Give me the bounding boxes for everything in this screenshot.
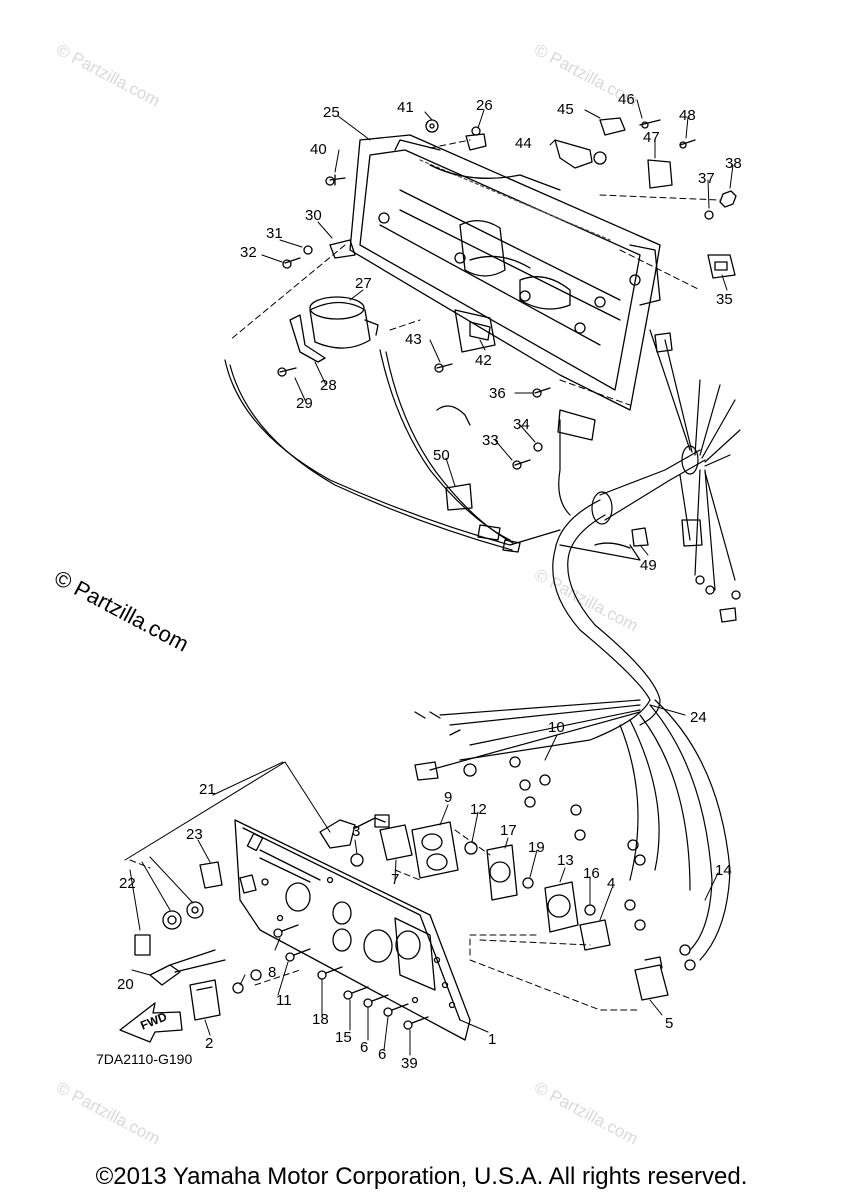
copyright-footer: ©2013 Yamaha Motor Corporation, U.S.A. A… bbox=[95, 1163, 748, 1190]
callout-28: 28 bbox=[320, 377, 337, 394]
callout-9: 9 bbox=[444, 789, 453, 806]
connectors-right bbox=[594, 332, 737, 623]
callout-27: 27 bbox=[355, 275, 372, 292]
callout-13: 13 bbox=[557, 852, 574, 869]
leader-lines-lower bbox=[129, 829, 641, 1011]
callout-49: 49 bbox=[640, 557, 657, 574]
callout-35: 35 bbox=[716, 291, 733, 308]
callout-31: 31 bbox=[266, 225, 283, 242]
callout-50: 50 bbox=[433, 447, 450, 464]
callout-2: 2 bbox=[205, 1035, 214, 1052]
callout-10: 10 bbox=[548, 719, 565, 736]
callout-15: 15 bbox=[335, 1029, 352, 1046]
callout-4: 4 bbox=[607, 875, 616, 892]
callout-5: 5 bbox=[665, 1015, 674, 1032]
callout-12: 12 bbox=[470, 801, 487, 818]
callout-33: 33 bbox=[482, 432, 499, 449]
callout-29: 29 bbox=[296, 395, 313, 412]
group-bracket bbox=[124, 761, 331, 931]
callout-36: 36 bbox=[489, 385, 506, 402]
frame-assembly bbox=[349, 134, 661, 411]
callout-47: 47 bbox=[643, 129, 660, 146]
motor-and-switch bbox=[277, 296, 496, 377]
callout-41: 41 bbox=[397, 99, 414, 116]
callout-6b: 6 bbox=[378, 1046, 387, 1063]
callout-32: 32 bbox=[240, 244, 257, 261]
callout-38: 38 bbox=[725, 155, 742, 172]
connectors-mid bbox=[436, 387, 596, 553]
callout-1: 1 bbox=[488, 1031, 497, 1048]
callout-23: 23 bbox=[186, 826, 203, 843]
callout-30: 30 bbox=[305, 207, 322, 224]
callout-18: 18 bbox=[312, 1011, 329, 1028]
callout-leaders bbox=[131, 99, 734, 1056]
fwd-arrow-icon bbox=[119, 1002, 183, 1043]
wire-harness bbox=[224, 329, 741, 961]
callout-7: 7 bbox=[391, 871, 400, 888]
panel-components bbox=[134, 814, 669, 1030]
ring-terminals bbox=[414, 575, 741, 971]
callout-45: 45 bbox=[557, 101, 574, 118]
callout-22: 22 bbox=[119, 875, 136, 892]
callout-44: 44 bbox=[515, 135, 532, 152]
callout-6a: 6 bbox=[360, 1039, 369, 1056]
control-panel bbox=[234, 819, 471, 1041]
drawing-code: 7DA2110-G190 bbox=[96, 1051, 193, 1067]
callout-48: 48 bbox=[679, 107, 696, 124]
callout-34: 34 bbox=[513, 416, 530, 433]
callout-11: 11 bbox=[276, 992, 292, 1009]
callout-24: 24 bbox=[690, 709, 707, 726]
callout-17: 17 bbox=[500, 822, 517, 839]
leader-lines bbox=[229, 139, 721, 406]
callout-37: 37 bbox=[698, 170, 715, 187]
callout-40: 40 bbox=[310, 141, 327, 158]
callout-46: 46 bbox=[618, 91, 635, 108]
callout-8: 8 bbox=[268, 964, 277, 981]
callout-43: 43 bbox=[405, 331, 422, 348]
callout-3: 3 bbox=[352, 823, 361, 840]
callout-39: 39 bbox=[401, 1055, 418, 1072]
callout-21: 21 bbox=[199, 781, 216, 798]
callout-16: 16 bbox=[583, 865, 600, 882]
small-parts-upper bbox=[282, 117, 737, 279]
callout-14: 14 bbox=[715, 862, 732, 879]
callout-20: 20 bbox=[117, 976, 134, 993]
callout-25: 25 bbox=[323, 104, 340, 121]
callout-19: 19 bbox=[528, 839, 545, 856]
callout-26: 26 bbox=[476, 97, 493, 114]
callout-42: 42 bbox=[475, 352, 492, 369]
